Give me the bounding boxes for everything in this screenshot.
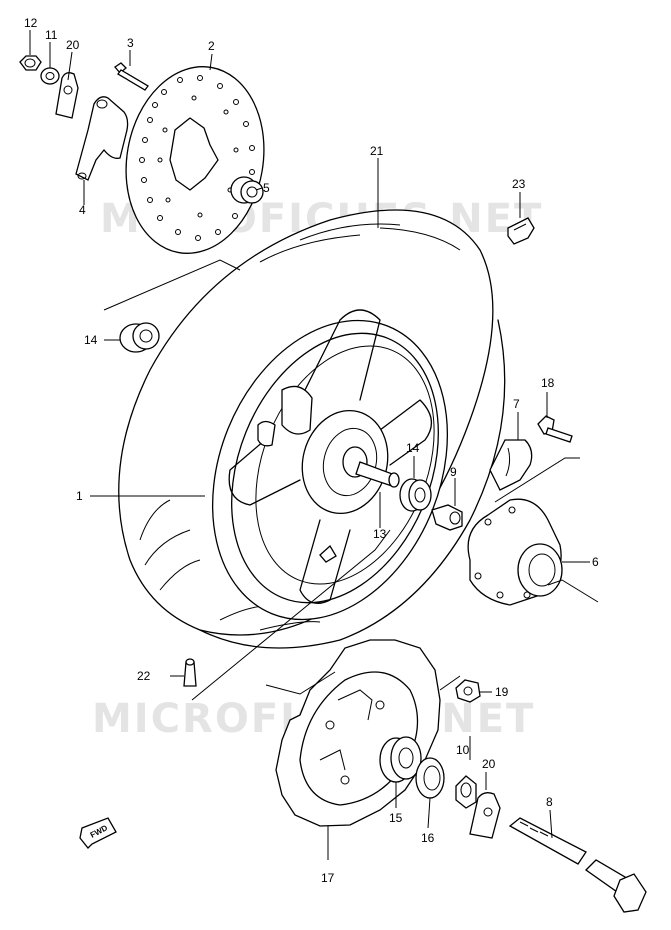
part-14-bearing-top [119,322,160,353]
callout-20-top: 20 [66,38,80,52]
part-19-nut [455,679,481,703]
part-3-bolt [114,62,149,91]
callout-22: 22 [137,669,151,683]
part-6-sprocket-carrier [467,498,563,606]
callout-19: 19 [495,685,509,699]
callout-15: 15 [389,811,403,825]
callout-23: 23 [512,177,526,191]
part-20-plate-bottom [469,792,501,839]
part-7-damper [489,439,533,491]
callout-20-bottom: 20 [482,757,496,771]
part-20-plate-top [55,72,79,119]
callout-4: 4 [79,203,86,217]
callout-14-top: 14 [84,333,98,347]
leader-lines [29,30,599,860]
callout-16: 16 [421,831,435,845]
fwd-arrow: FWD [79,817,117,849]
part-2-brake-disc [125,66,265,254]
part-4-bracket [75,96,129,181]
callout-11: 11 [45,28,58,42]
part-23-clip [507,217,535,245]
callout-6: 6 [592,555,599,569]
part-12-nut [19,55,42,71]
callout-12: 12 [24,16,38,30]
part-8-axle [508,817,647,913]
callout-1: 1 [76,489,83,503]
callout-14-mid: 14 [406,441,420,455]
callout-17: 17 [321,871,335,885]
part-10-collar [455,775,477,809]
callout-10: 10 [456,743,470,757]
part-16-seal [415,757,445,799]
part-9-collar [431,504,463,531]
part-1-wheel-rim [211,309,449,621]
part-18-bolt [537,415,573,443]
disc-holes [139,75,255,241]
part-22-valve [183,658,197,687]
callouts: 12 11 20 3 2 21 5 23 4 14 18 7 14 9 1 13… [24,16,599,885]
callout-13: 13 [373,527,387,541]
callout-3: 3 [127,36,134,50]
callout-7: 7 [513,397,520,411]
part-11-washer [40,67,60,85]
part-14-bearing-mid [399,478,432,512]
callout-8: 8 [546,795,553,809]
part-15-bearing [379,736,422,783]
callout-9: 9 [450,465,457,479]
callout-21: 21 [370,144,384,158]
part-17-sprocket [275,639,441,827]
part-13-spacer [355,461,400,488]
callout-18: 18 [541,376,555,390]
callout-5: 5 [263,181,270,195]
callout-2: 2 [208,39,215,53]
